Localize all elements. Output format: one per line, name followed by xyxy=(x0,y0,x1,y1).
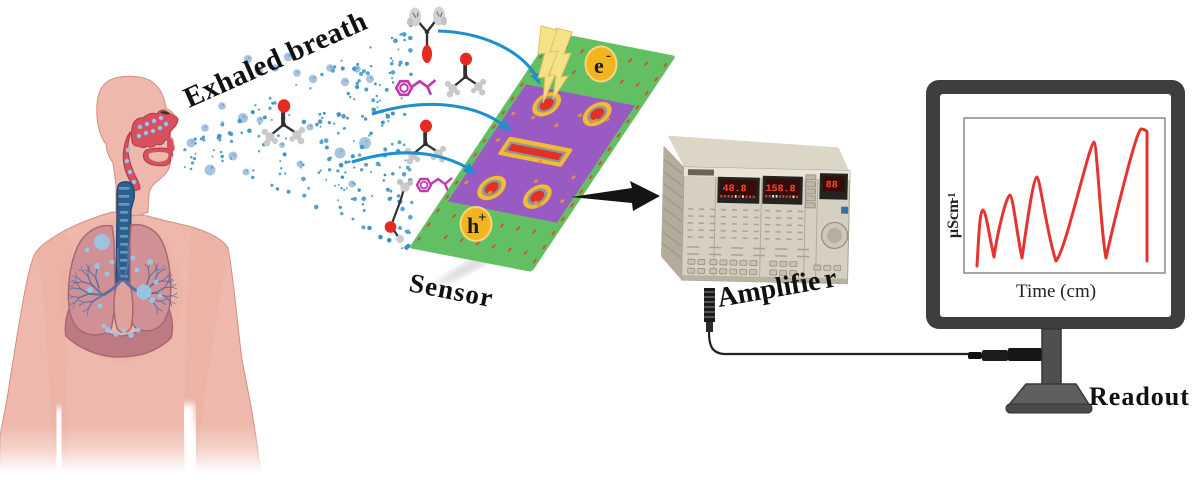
svg-text:48.8: 48.8 xyxy=(722,184,746,196)
svg-text:Time (cm): Time (cm) xyxy=(1016,281,1096,302)
svg-text:Readout: Readout xyxy=(1089,382,1190,411)
svg-text:158.8: 158.8 xyxy=(765,184,795,196)
svg-text:-: - xyxy=(606,48,611,64)
svg-text:e: e xyxy=(594,53,604,78)
svg-text:h: h xyxy=(467,213,479,238)
svg-text:88: 88 xyxy=(826,180,838,191)
svg-text:Sensor: Sensor xyxy=(407,267,496,313)
svg-text:Exhaled breath: Exhaled breath xyxy=(179,5,372,115)
svg-text:μScm: μScm xyxy=(945,199,962,238)
svg-text:+: + xyxy=(478,210,487,226)
svg-text:-1: -1 xyxy=(947,193,958,201)
